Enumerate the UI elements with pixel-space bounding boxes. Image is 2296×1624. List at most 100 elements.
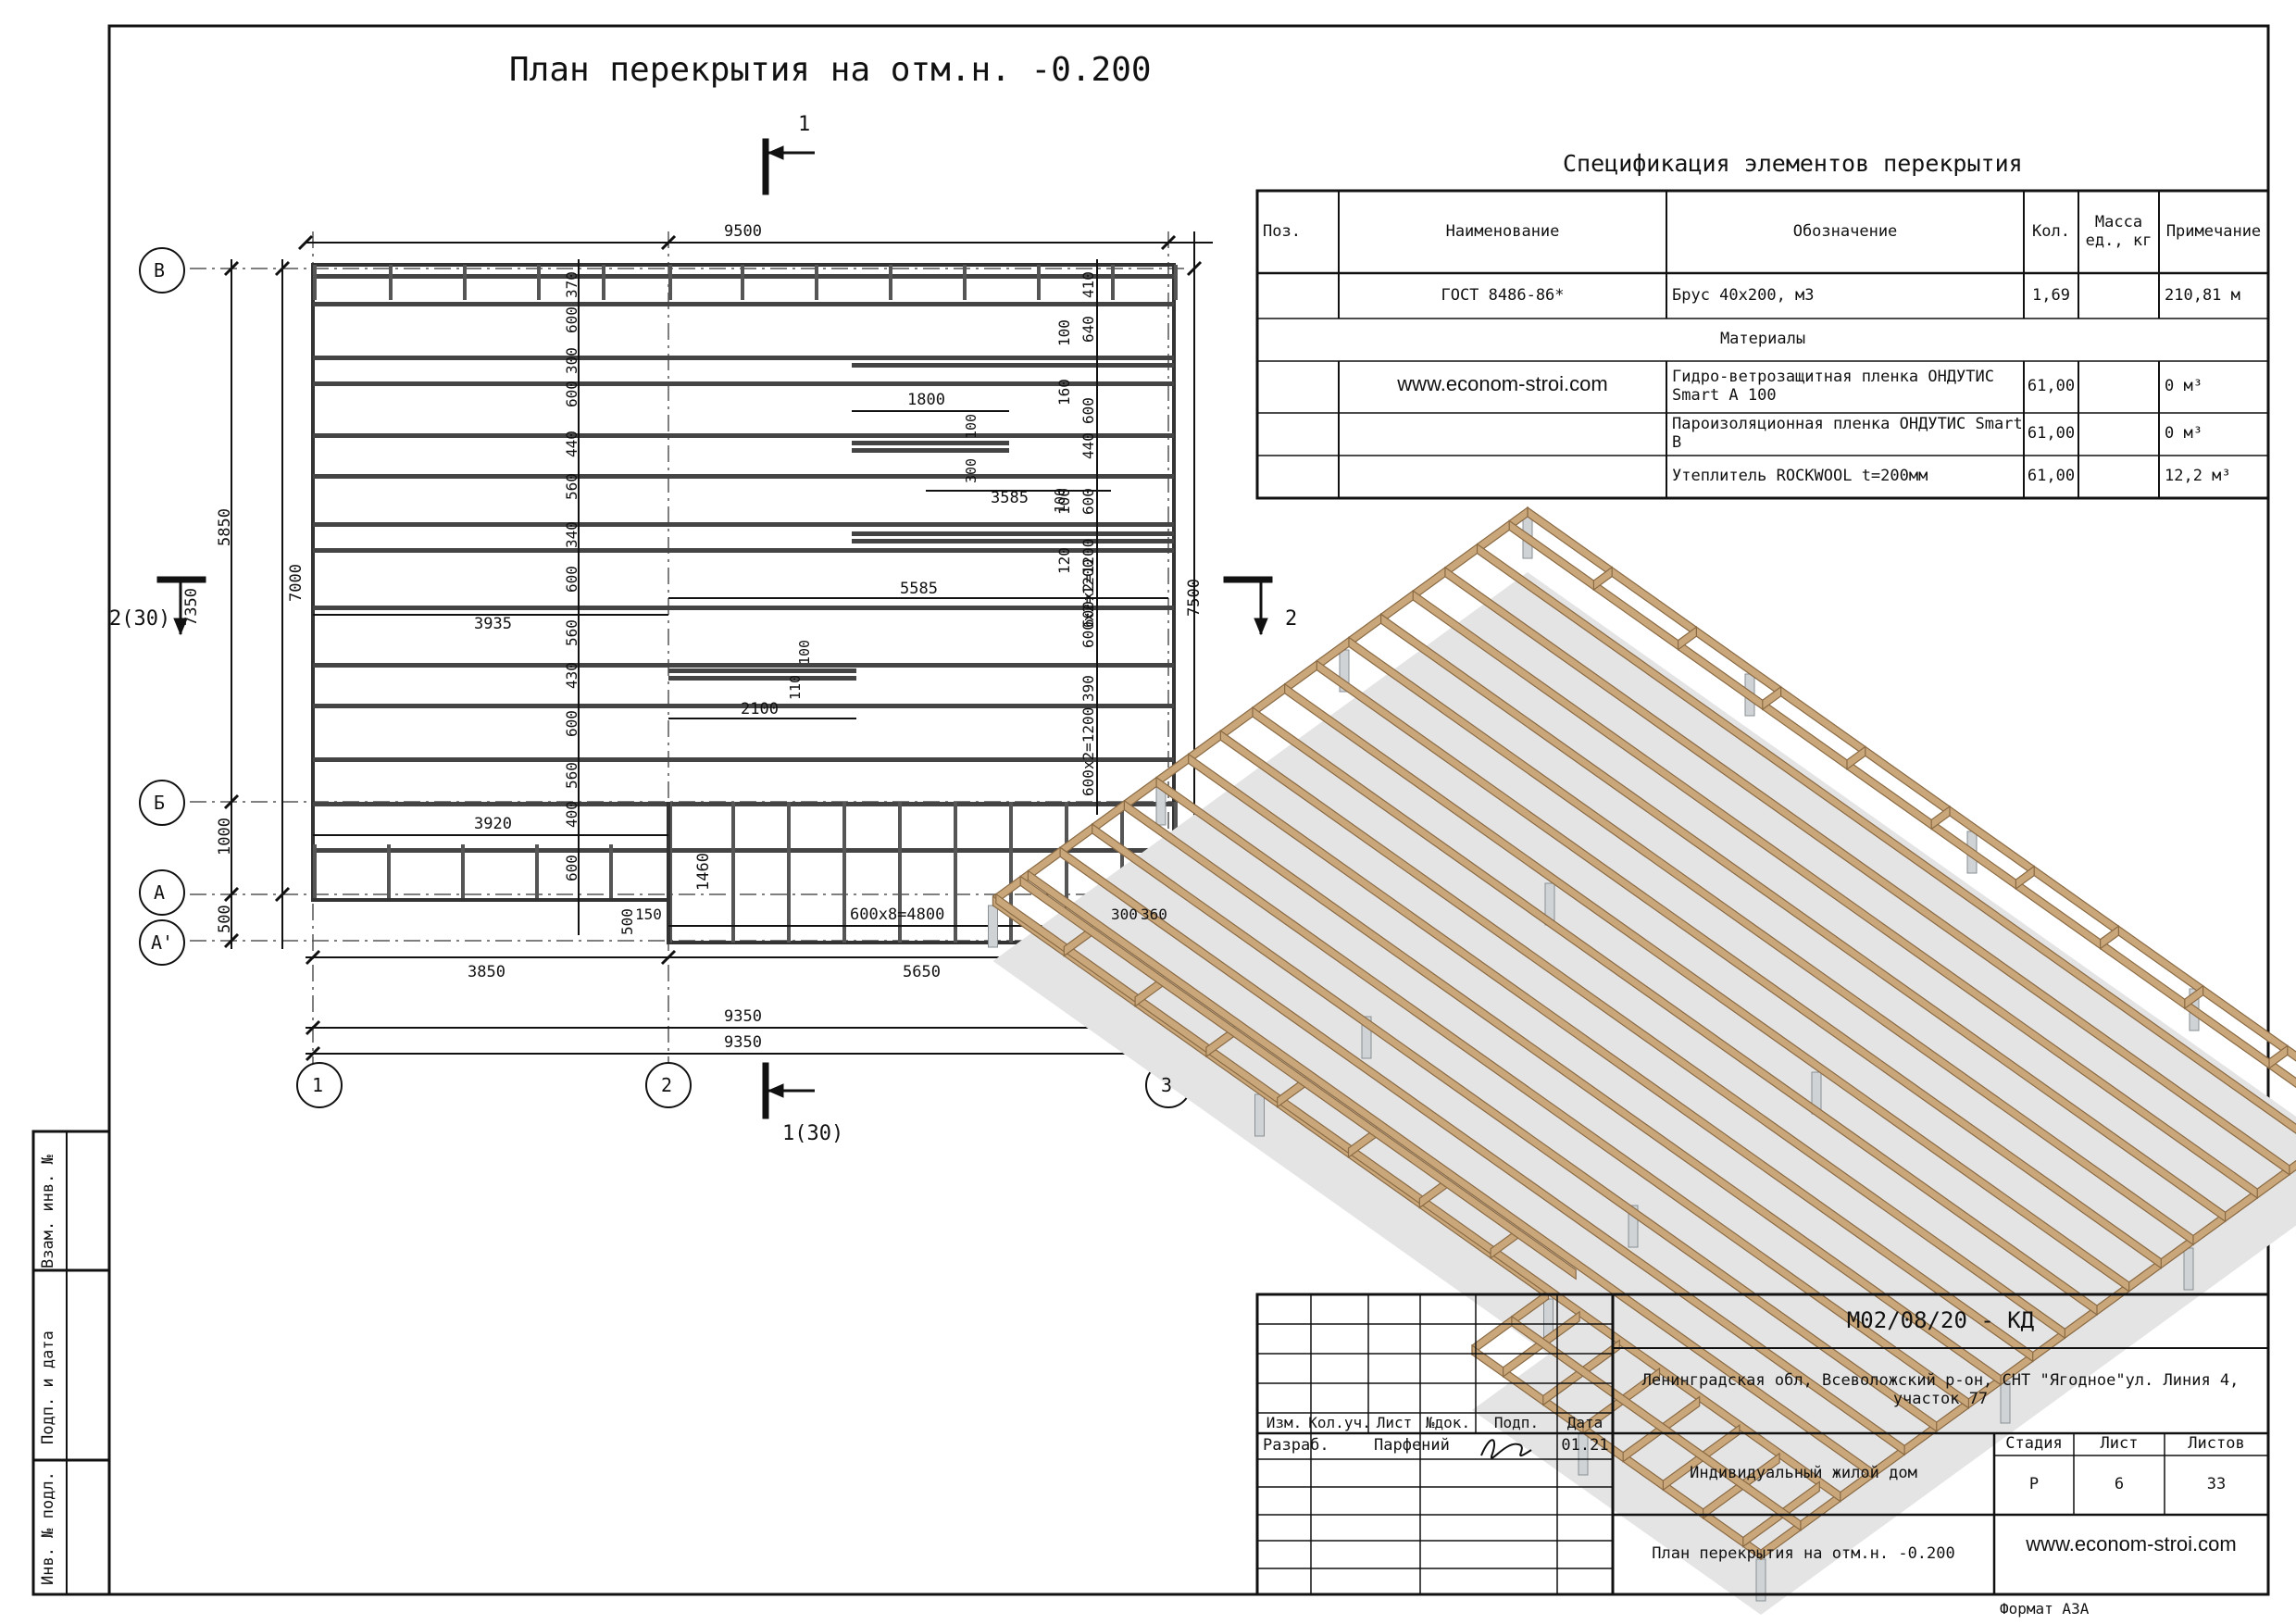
- dimension-label: 150: [635, 906, 662, 923]
- joist: [313, 802, 1174, 806]
- spec-cell: 61,00: [2027, 467, 2076, 486]
- spec-cell: Гидро-ветрозащитная пленка ОНДУТИС Smart…: [1672, 368, 1994, 405]
- iso-joist: [1252, 706, 2098, 1317]
- dimension-label: 3920: [474, 815, 512, 833]
- iso-blocking: [2268, 1044, 2289, 1069]
- iso-joist: [1284, 682, 2130, 1293]
- axis-label: 2: [661, 1074, 673, 1096]
- joist: [313, 757, 1174, 762]
- spec-cell: Пароизоляционная пленка ОНДУТИС Smart B: [1672, 415, 2023, 452]
- stamp-sheets: 33: [2206, 1475, 2227, 1494]
- iso-joist: [1379, 613, 2227, 1223]
- blocking: [954, 802, 957, 943]
- dimension-label: 100: [1052, 487, 1068, 513]
- dimension-label: 600: [1079, 488, 1097, 515]
- signature: [1480, 1439, 1532, 1459]
- dimension-label: 600: [1079, 397, 1097, 424]
- stamp-drawing-name: План перекрытия на отм.н. -0.200: [1652, 1544, 1955, 1564]
- dimension-label: 600: [563, 306, 580, 333]
- blocking: [387, 844, 391, 900]
- iso-blocking: [2184, 984, 2204, 1010]
- iso-joist: [1219, 730, 2065, 1340]
- stamp-address: Ленинградская обл, Всеволожский р-он, СН…: [1641, 1371, 2240, 1408]
- blocking: [1174, 265, 1178, 300]
- dimension-label: 640: [1079, 316, 1097, 343]
- joist: [313, 474, 1174, 479]
- spec-header: Масса ед., кг: [2085, 212, 2152, 250]
- title-block-grid: [1255, 1293, 2270, 1596]
- dimension-label: 390: [1079, 675, 1097, 702]
- website-link[interactable]: www.econom-stroi.com: [1397, 372, 1608, 395]
- axis-label: А': [151, 931, 174, 954]
- dimension-label: 600х2=1200: [1079, 558, 1097, 648]
- stamp-website[interactable]: www.econom-stroi.com: [2026, 1532, 2237, 1556]
- dimension-label: 5650: [903, 963, 941, 981]
- iso-blocking: [1930, 805, 1951, 831]
- stamp-sheet: 6: [2114, 1475, 2125, 1494]
- stamp-dev-name: Парфений: [1374, 1436, 1450, 1455]
- joist: [313, 606, 1174, 610]
- axis-bubble-a: [139, 869, 185, 916]
- spec-header: Наименование: [1445, 221, 1560, 241]
- spec-cell: Утеплитель ROCKWOOL t=200мм: [1672, 467, 1928, 486]
- side-stamp-label-1: Взам. инв. №: [39, 1155, 57, 1268]
- joist: [313, 522, 1174, 527]
- iso-joist: [1059, 846, 1905, 1456]
- spec-cell: [2078, 456, 2159, 498]
- blocking: [1065, 802, 1068, 943]
- dimension-label: 560: [563, 762, 580, 789]
- dimension-label: 1000: [216, 818, 234, 856]
- iso-post: [1254, 1093, 1265, 1137]
- axis-bubble-v: [139, 247, 185, 294]
- joist: [313, 704, 1174, 708]
- double-joist: [668, 668, 856, 673]
- iso-joist: [1444, 566, 2290, 1176]
- spec-cell: [1257, 456, 1339, 498]
- dimension-label: 100: [1055, 319, 1073, 346]
- spec-cell: [1257, 361, 1339, 413]
- joist: [313, 663, 1174, 668]
- spec-cell: 210,81 м: [2165, 285, 2240, 305]
- dimension-label: 160: [1055, 379, 1073, 406]
- joist: [313, 356, 1174, 360]
- spec-header: Кол.: [2032, 221, 2070, 241]
- stamp-dev-role: Разраб.: [1263, 1436, 1329, 1455]
- iso-post: [988, 905, 998, 948]
- stamp-stage-header: Стадия: [2005, 1434, 2063, 1454]
- double-joist: [852, 441, 1009, 445]
- double-joist: [852, 363, 1174, 368]
- spec-cell: [1339, 413, 1666, 456]
- dimension-label: 2100: [741, 700, 779, 718]
- spec-cell: 61,00: [2027, 424, 2076, 443]
- blocking: [731, 802, 735, 943]
- axis-bubble-1: [296, 1062, 343, 1108]
- dimension-label: 370: [563, 271, 580, 298]
- dimension-label: 300: [563, 347, 580, 374]
- iso-post: [1628, 1205, 1639, 1248]
- double-joist: [852, 448, 1009, 453]
- spec-cell: 1,69: [2032, 285, 2070, 305]
- spec-cell: 12,2 м³: [2165, 467, 2231, 486]
- axis-label: В: [154, 259, 166, 281]
- joist: [313, 548, 1174, 553]
- iso-joist: [1123, 799, 1969, 1409]
- axis-label: 1: [312, 1074, 324, 1096]
- stamp-sheets-header: Листов: [2188, 1434, 2245, 1454]
- joist: [313, 381, 1174, 386]
- iso-joist: [1155, 776, 2002, 1386]
- iso-joist: [1027, 869, 1874, 1480]
- dimension-label: 100: [796, 639, 813, 665]
- blocking: [741, 265, 744, 300]
- dimension-label: 3935: [474, 615, 512, 633]
- iso-joist: [1188, 753, 2034, 1363]
- dimension-label: 5850: [216, 508, 234, 546]
- dimension-label: 600х8=4800: [850, 906, 945, 924]
- side-stamp: [31, 1130, 111, 1596]
- iso-blocking: [1762, 685, 1782, 711]
- section-label: 2: [1285, 607, 1298, 631]
- blocking: [602, 265, 605, 300]
- spec-title: Спецификация элементов перекрытия: [1563, 150, 2023, 177]
- spec-table-grid: [1255, 189, 2270, 500]
- section-label: 1(30): [782, 1122, 844, 1145]
- dimension-label: 120: [1055, 547, 1073, 574]
